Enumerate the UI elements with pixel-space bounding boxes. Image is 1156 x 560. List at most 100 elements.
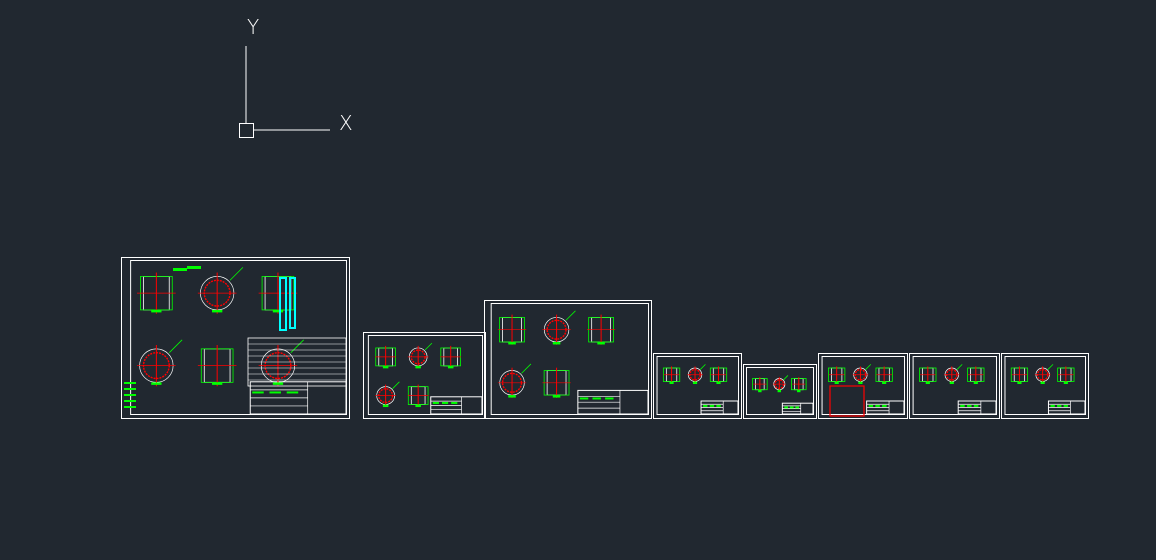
ucs-x-label: X: [339, 111, 353, 135]
drawing-sheet-part-drawing-6[interactable]: [818, 353, 908, 419]
dimension-text: [597, 341, 605, 345]
leader-line: [392, 381, 400, 390]
ucs-icon: Y X: [239, 15, 353, 138]
dimension-text: [272, 309, 284, 313]
dimension-text: [415, 404, 421, 408]
dimension-text: [508, 395, 516, 398]
leader-line: [565, 310, 576, 321]
title-block-text: [703, 404, 708, 407]
title-block-text: [973, 404, 979, 407]
dimension-text: [797, 389, 801, 393]
leader-line: [783, 375, 789, 381]
dimension-text: [925, 381, 930, 385]
dimension-text: [858, 381, 863, 385]
sheet-inner-border: [1004, 356, 1086, 415]
sheet-inner-border: [821, 356, 905, 415]
dimension-text: [1017, 381, 1022, 385]
title-block-text: [1063, 404, 1068, 407]
dimension-text: [212, 382, 223, 385]
leader-line: [865, 364, 872, 370]
leader-line: [290, 339, 305, 354]
title-block-text: [784, 406, 789, 409]
leader-line: [699, 364, 706, 370]
title-block-text: [252, 391, 264, 394]
title-block-text: [269, 391, 281, 394]
title-block-text: [441, 401, 449, 404]
leader-line: [424, 342, 433, 351]
dimension-text: [508, 341, 516, 345]
drawing-sheet-part-drawing-7[interactable]: [909, 353, 1000, 419]
sheet-outer-border: [909, 353, 1000, 419]
revision-block-text: [124, 394, 136, 396]
revision-block-text: [124, 400, 136, 402]
dimension-text: [151, 309, 162, 313]
title-block-text: [960, 404, 965, 407]
sheet-outer-border: [1001, 353, 1089, 419]
title-block-text: [579, 397, 589, 400]
ucs-y-label: Y: [247, 15, 259, 39]
leader-line: [229, 267, 244, 281]
sheet-outer-border: [363, 332, 486, 419]
dimension-text: [882, 381, 887, 385]
leader-line: [168, 339, 183, 354]
title-block-text: [432, 401, 439, 404]
leader-line: [521, 363, 532, 374]
revision-block-text: [124, 406, 136, 408]
title-block-text: [789, 406, 794, 409]
dimension-text: [151, 382, 162, 385]
dimension-text: [834, 381, 839, 385]
sheet-outer-border: [818, 353, 908, 419]
title-block-text: [868, 404, 874, 407]
dimension-text: [777, 389, 782, 393]
title-block-text: [605, 397, 614, 400]
title-block-text: [875, 404, 880, 407]
dimension-text: [552, 341, 561, 345]
leader-line: [956, 364, 963, 370]
dimension-text: [669, 381, 674, 385]
dimension-text: [272, 382, 284, 385]
dimension-text: [447, 365, 454, 369]
drawing-sheet-part-drawing-3[interactable]: [484, 300, 652, 419]
revision-block-text: [124, 382, 136, 384]
title-block-text: [716, 404, 721, 407]
title-block-text: [286, 391, 299, 394]
sheet-inner-border: [130, 260, 347, 415]
drawing-sheet-part-drawing-4[interactable]: [653, 353, 742, 419]
dimension-text: [692, 381, 698, 385]
title-block-text: [451, 401, 458, 404]
dimension-text: [716, 381, 721, 385]
sheet-inner-border: [656, 356, 740, 415]
title-block-text: [1057, 404, 1062, 407]
sheet-inner-border: [746, 367, 814, 415]
dimension-text: [973, 381, 978, 385]
dimension-text: [415, 365, 421, 369]
hatched-section: [279, 277, 287, 331]
dimension-text: [1040, 381, 1045, 385]
dimension-text: [552, 395, 561, 398]
drawing-sheet-assembly-drawing[interactable]: [121, 257, 350, 419]
sheet-outer-border: [121, 257, 350, 419]
dimension-text: [212, 309, 223, 313]
leader-line: [1047, 364, 1054, 370]
sheet-inner-border: [367, 335, 484, 415]
dimension-text: [187, 266, 201, 269]
title-block-text: [967, 404, 972, 407]
title-block-text: [795, 406, 800, 409]
drawing-sheets: [121, 257, 1089, 419]
drawing-sheet-part-drawing-8[interactable]: [1001, 353, 1089, 419]
drawing-sheet-part-drawing-2[interactable]: [363, 332, 486, 419]
dimension-text: [173, 268, 187, 271]
highlighted-view: [829, 385, 865, 417]
sheet-outer-border: [484, 300, 652, 419]
hatched-section: [289, 277, 296, 329]
drawing-sheet-part-drawing-5[interactable]: [743, 364, 817, 419]
title-block-text: [709, 404, 715, 407]
dimension-text: [758, 389, 762, 393]
sheet-inner-border: [912, 356, 997, 415]
dimension-text: [382, 365, 389, 369]
dimension-text: [1063, 381, 1068, 385]
dimension-text: [382, 404, 389, 408]
sheet-outer-border: [743, 364, 817, 419]
title-block-text: [592, 397, 601, 400]
